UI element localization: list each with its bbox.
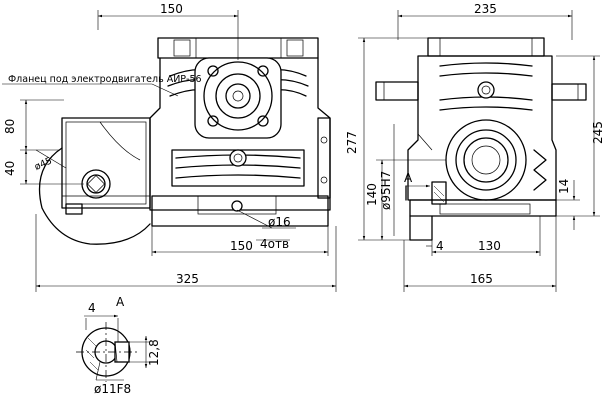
dim-phi16: ø16 xyxy=(268,215,291,229)
side-input-shaft xyxy=(375,81,419,101)
dim-40: 40 xyxy=(3,161,17,176)
side-housing xyxy=(407,55,557,201)
dim-130: 130 xyxy=(478,239,501,253)
side-output-shaft xyxy=(551,83,587,101)
dim-80: 80 xyxy=(3,119,17,134)
front-view-dimensions: 150 Фланец под электродвигатель АИР-56 8… xyxy=(2,2,337,292)
sec-4: 4 xyxy=(88,301,96,315)
base-plate xyxy=(151,195,329,227)
sec-phi11: ø11F8 xyxy=(94,382,131,396)
input-shaft xyxy=(81,169,111,199)
dim-150-top: 150 xyxy=(160,2,183,16)
dim-325: 325 xyxy=(176,272,199,286)
worm-wheel xyxy=(445,119,527,201)
front-view xyxy=(38,37,331,245)
dim-140: 140 xyxy=(365,183,379,206)
dim-4-side: 4 xyxy=(436,239,444,253)
output-shaft-bore xyxy=(225,83,251,109)
sec-a: A xyxy=(116,295,125,309)
dim-165: 165 xyxy=(470,272,493,286)
dim-holes: 4отв xyxy=(260,237,289,251)
side-top-cover xyxy=(427,37,545,57)
flange-note: Фланец под электродвигатель АИР-56 xyxy=(8,74,202,85)
motor-fan-cover xyxy=(38,147,151,245)
dim-14-side: 14 xyxy=(557,179,571,194)
side-base xyxy=(409,199,557,217)
section-a: 4 A 12,8 ø11F8 xyxy=(76,295,161,396)
dim-150-bottom: 150 xyxy=(230,239,253,253)
side-view xyxy=(375,37,587,241)
dim-235: 235 xyxy=(474,2,497,16)
dim-95h7: ø95H7 xyxy=(379,171,393,210)
dim-a-side: A xyxy=(404,171,413,185)
side-boss xyxy=(477,81,495,99)
sec-12-8: 12,8 xyxy=(147,339,161,366)
motor-flange xyxy=(61,117,151,209)
dim-277: 277 xyxy=(345,131,359,154)
side-view-dimensions: 235 277 140 ø95H7 A 245 14 4 1 xyxy=(345,2,605,292)
dim-245: 245 xyxy=(591,121,605,144)
